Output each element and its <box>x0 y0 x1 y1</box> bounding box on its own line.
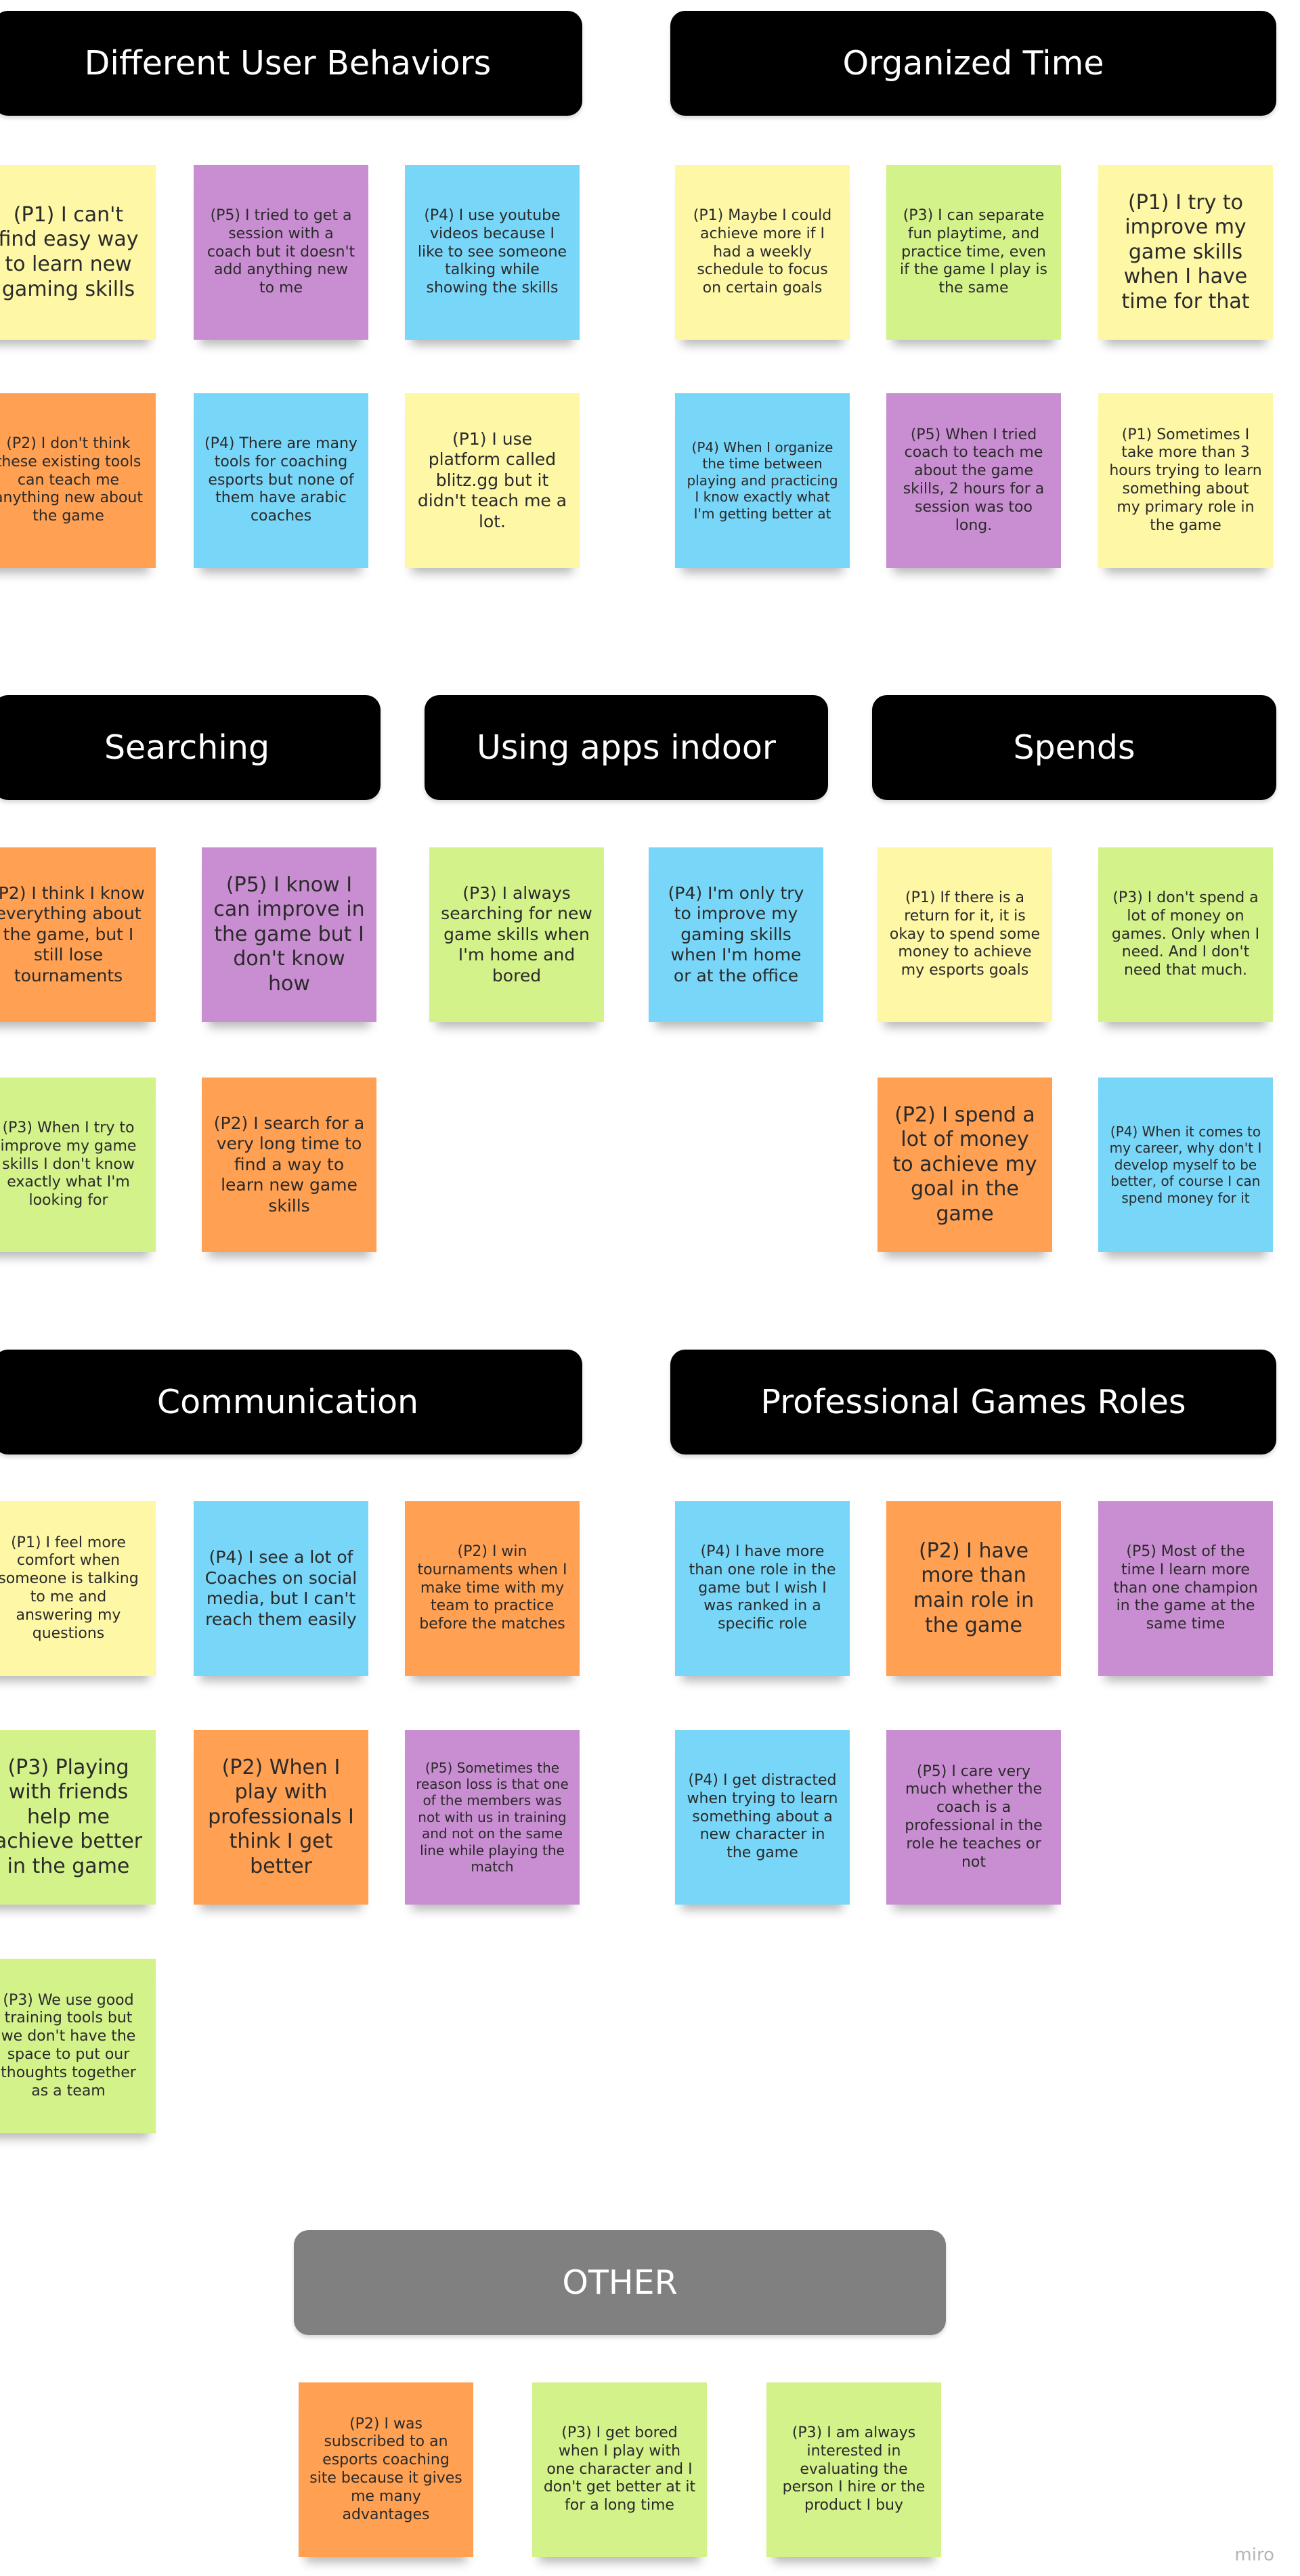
sticky-note[interactable]: (P5) I tried to get a session with a coa… <box>194 165 368 340</box>
header-other: OTHER <box>294 2230 946 2335</box>
sticky-note[interactable]: (P1) I use platform called blitz.gg but … <box>405 393 580 568</box>
sticky-note[interactable]: (P3) I get bored when I play with one ch… <box>532 2382 707 2557</box>
sticky-note[interactable]: (P3) When I try to improve my game skill… <box>0 1078 156 1252</box>
sticky-note[interactable]: (P1) I feel more comfort when someone is… <box>0 1501 156 1676</box>
header-searching: Searching <box>0 695 381 800</box>
sticky-note[interactable]: (P1) Sometimes I take more than 3 hours … <box>1098 393 1273 568</box>
sticky-note[interactable]: (P4) I get distracted when trying to lea… <box>675 1730 850 1905</box>
sticky-note[interactable]: (P3) I can separate fun playtime, and pr… <box>886 165 1061 340</box>
sticky-note[interactable]: (P4) I see a lot of Coaches on social me… <box>194 1501 368 1676</box>
sticky-note[interactable]: (P2) I think I know everything about the… <box>0 847 156 1022</box>
sticky-note[interactable]: (P4) When I organize the time between pl… <box>675 393 850 568</box>
sticky-note[interactable]: (P3) I don't spend a lot of money on gam… <box>1098 847 1273 1022</box>
sticky-note[interactable]: (P4) There are many tools for coaching e… <box>194 393 368 568</box>
sticky-note[interactable]: (P1) If there is a return for it, it is … <box>878 847 1052 1022</box>
miro-watermark: miro <box>1234 2545 1274 2565</box>
sticky-note[interactable]: (P3) We use good training tools but we d… <box>0 1959 156 2133</box>
sticky-note[interactable]: (P5) I know I can improve in the game bu… <box>202 847 376 1022</box>
sticky-note[interactable]: (P4) I'm only try to improve my gaming s… <box>649 847 823 1022</box>
sticky-note[interactable]: (P2) I was subscribed to an esports coac… <box>299 2382 473 2557</box>
header-organized-time: Organized Time <box>670 11 1276 116</box>
header-different-user-behaviors: Different User Behaviors <box>0 11 582 116</box>
header-professional-games-roles: Professional Games Roles <box>670 1350 1276 1454</box>
sticky-note[interactable]: (P3) I am always interested in evaluatin… <box>766 2382 941 2557</box>
sticky-note[interactable]: (P1) I can't find easy way to learn new … <box>0 165 156 340</box>
sticky-note[interactable]: (P3) I always searching for new game ski… <box>429 847 604 1022</box>
sticky-note[interactable]: (P2) I search for a very long time to fi… <box>202 1078 376 1252</box>
sticky-note[interactable]: (P4) I have more than one role in the ga… <box>675 1501 850 1676</box>
sticky-note[interactable]: (P2) I win tournaments when I make time … <box>405 1501 580 1676</box>
header-communication: Communication <box>0 1350 582 1454</box>
sticky-note[interactable]: (P2) When I play with professionals I th… <box>194 1730 368 1905</box>
sticky-note[interactable]: (P4) I use youtube videos because I like… <box>405 165 580 340</box>
sticky-note[interactable]: (P1) Maybe I could achieve more if I had… <box>675 165 850 340</box>
sticky-note[interactable]: (P2) I spend a lot of money to achieve m… <box>878 1078 1052 1252</box>
header-spends: Spends <box>872 695 1276 800</box>
sticky-note[interactable]: (P5) I care very much whether the coach … <box>886 1730 1061 1905</box>
sticky-note[interactable]: (P3) Playing with friends help me achiev… <box>0 1730 156 1905</box>
sticky-note[interactable]: (P5) Most of the time I learn more than … <box>1098 1501 1273 1676</box>
sticky-note[interactable]: (P5) When I tried coach to teach me abou… <box>886 393 1061 568</box>
sticky-note[interactable]: (P2) I don't think these existing tools … <box>0 393 156 568</box>
sticky-note[interactable]: (P4) When it comes to my career, why don… <box>1098 1078 1273 1252</box>
sticky-note[interactable]: (P5) Sometimes the reason loss is that o… <box>405 1730 580 1905</box>
sticky-note[interactable]: (P2) I have more than main role in the g… <box>886 1501 1061 1676</box>
sticky-note[interactable]: (P1) I try to improve my game skills whe… <box>1098 165 1273 340</box>
header-using-apps-indoor: Using apps indoor <box>425 695 828 800</box>
